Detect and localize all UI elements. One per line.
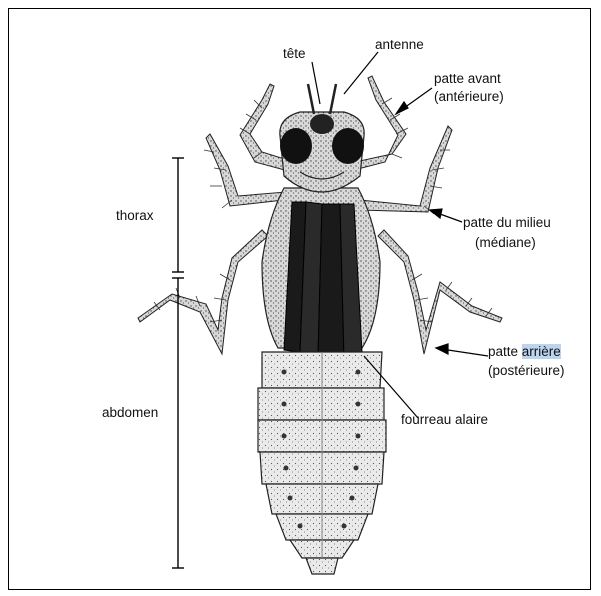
- label-front-leg-sub: (antérieure): [434, 88, 504, 105]
- right-eye: [332, 128, 364, 164]
- left-eye: [280, 128, 312, 164]
- label-hind-leg-prefix: patte: [488, 344, 522, 359]
- label-hind-leg-highlight: arrière: [522, 344, 561, 359]
- label-abdomen: abdomen: [102, 404, 158, 421]
- label-hind-leg-sub: (postérieure): [488, 362, 565, 379]
- hind-left-leg: [138, 230, 268, 354]
- label-middle-leg: patte du milieu: [463, 214, 551, 231]
- wing-sheaths: [284, 202, 362, 358]
- head: [280, 112, 364, 192]
- brackets: [172, 158, 184, 568]
- label-thorax: thorax: [116, 207, 154, 224]
- abdomen-body: [258, 352, 386, 574]
- label-wing-sheath: fourreau alaire: [401, 411, 488, 428]
- label-middle-leg-sub: (médiane): [475, 234, 536, 251]
- antennae: [308, 84, 336, 114]
- label-hind-leg: patte arrière: [488, 343, 561, 360]
- label-front-leg: patte avant: [434, 70, 501, 87]
- label-antenna: antenne: [375, 36, 424, 53]
- label-head: tête: [283, 45, 306, 62]
